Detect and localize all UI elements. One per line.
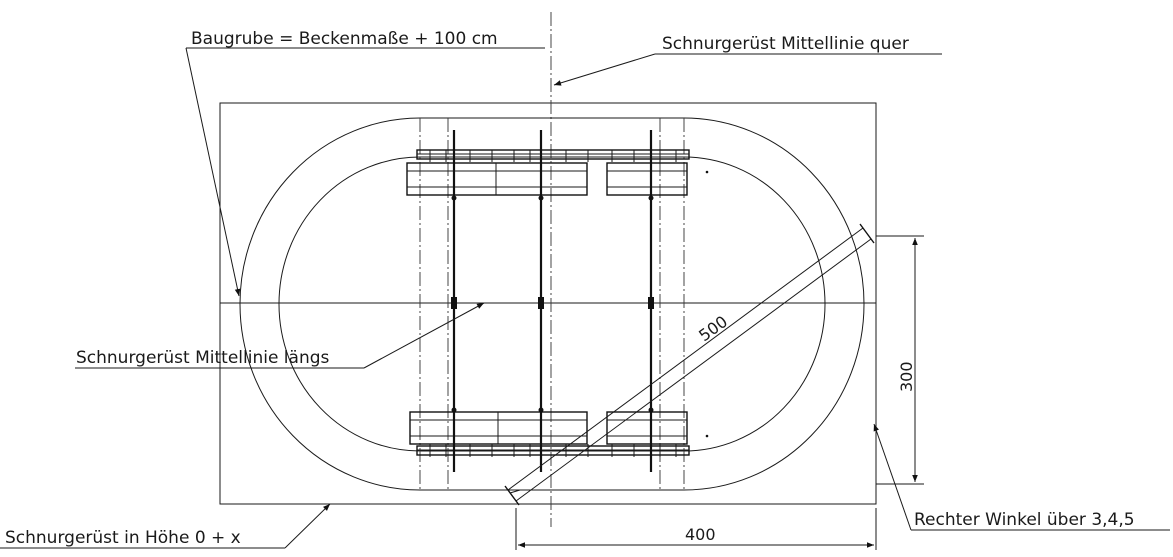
- label-hoehe: Schnurgerüst in Höhe 0 + x: [5, 528, 241, 548]
- label-rechter-winkel: Rechter Winkel über 3,4,5: [914, 510, 1135, 530]
- pool-inner-outline: [278, 156, 826, 452]
- mittellinie-laengs-leader: [75, 302, 485, 369]
- bottom-frame-rail: [409, 411, 690, 457]
- diagonal-500-dimension: [504, 223, 875, 506]
- pool-outer-outline: [239, 117, 865, 491]
- label-mittellinie-quer: Schnurgerüst Mittellinie quer: [662, 34, 909, 54]
- dimension-400-label: 400: [685, 525, 716, 544]
- height-300-dimension: [876, 235, 924, 485]
- width-400-dimension: [515, 508, 877, 550]
- label-baugrube: Baugrube = Beckenmaße + 100 cm: [191, 29, 498, 49]
- top-frame-rail: [406, 149, 690, 196]
- baugrube-leader: [185, 47, 545, 297]
- hoehe-leader: [0, 503, 331, 549]
- label-mittellinie-laengs: Schnurgerüst Mittellinie längs: [76, 348, 330, 368]
- mittellinie-quer-leader: [553, 53, 942, 86]
- reference-lines: [419, 118, 685, 490]
- rechter-winkel-leader: [873, 423, 1170, 531]
- vertical-struts: [451, 130, 709, 472]
- dimension-300-label: 300: [897, 361, 916, 392]
- dimension-500-label: 500: [695, 312, 731, 345]
